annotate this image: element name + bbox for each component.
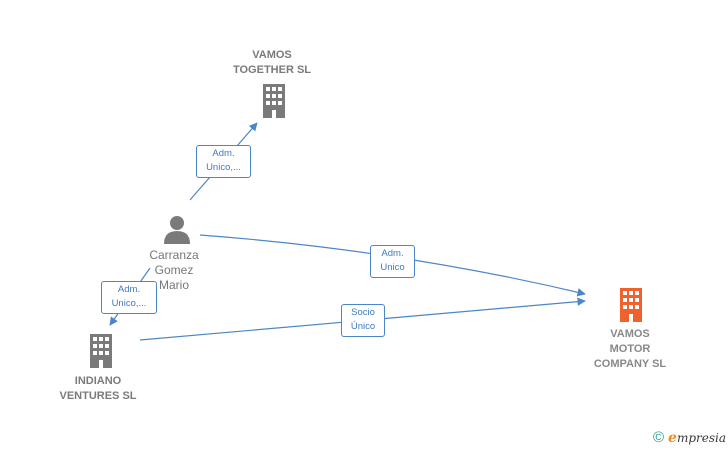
edge-label-person-to-indiano: Adm. Unico,... — [101, 281, 157, 314]
person-label[interactable]: Carranza Gomez Mario — [149, 248, 199, 292]
building-icon-highlight[interactable] — [616, 288, 646, 322]
copyright-icon: © — [652, 429, 665, 446]
building-icon[interactable] — [259, 84, 289, 118]
person-icon[interactable] — [162, 214, 192, 244]
edge-label-person-to-together: Adm. Unico,... — [196, 145, 251, 178]
building-icon[interactable] — [86, 334, 116, 368]
node-label-vamos-together[interactable]: VAMOS TOGETHER SL — [232, 49, 312, 76]
brand-logo: empresia — [668, 429, 726, 446]
edge-label-person-to-motor: Adm. Unico — [370, 245, 415, 278]
brand-footer: © empresia — [653, 429, 726, 446]
edge-label-indiano-to-motor: Socio Único — [341, 304, 385, 337]
node-label-vamos-motor[interactable]: VAMOS MOTOR COMPANY SL — [593, 328, 667, 370]
node-label-indiano-ventures[interactable]: INDIANO VENTURES SL — [59, 375, 137, 402]
